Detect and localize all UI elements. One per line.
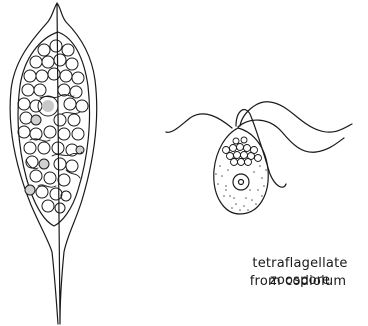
codiolum-sporangium (10, 3, 97, 324)
flagellum-1 (166, 114, 232, 132)
zoospore-stippling (215, 165, 267, 211)
zoospore-nucleus (233, 174, 249, 190)
zoospore-nucleolus (239, 180, 244, 185)
zoospore-granules (223, 137, 262, 166)
caption-line-2: from codiolum (232, 273, 364, 290)
flagellum-3 (240, 102, 352, 132)
tetraflagellate-zoospore (166, 102, 352, 214)
